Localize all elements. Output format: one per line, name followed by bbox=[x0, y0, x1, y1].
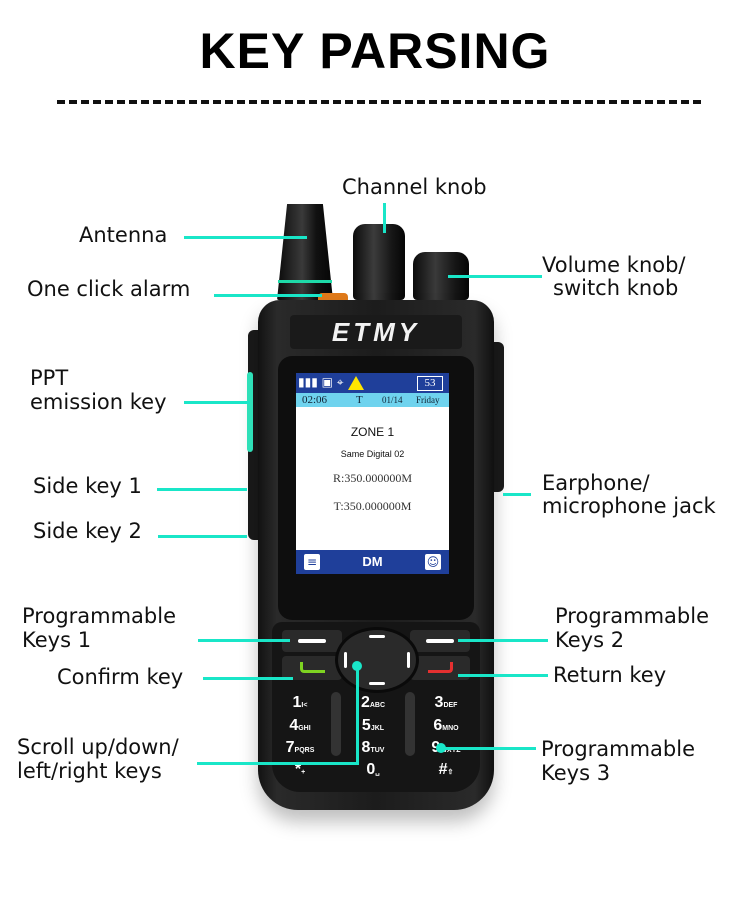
label-earphone-line2: microphone jack bbox=[542, 494, 716, 518]
key-1: 1I< bbox=[292, 694, 308, 711]
battery-indicator: 53 bbox=[417, 376, 443, 391]
line-volume-knob bbox=[448, 275, 542, 278]
label-side-key-1: Side key 1 bbox=[33, 474, 142, 498]
ptt-key bbox=[247, 372, 253, 452]
day: Friday bbox=[416, 395, 440, 405]
key-star: *+ bbox=[294, 761, 306, 778]
nav-pad bbox=[335, 627, 419, 693]
label-prog2-line1: Programmable bbox=[555, 604, 710, 628]
nav-left-icon bbox=[344, 652, 347, 668]
radio-screen: ▮▮▮ ▣ ⌖ 53 02:06 T 01/14 Friday ZONE 1 S… bbox=[296, 373, 449, 574]
line-ppt bbox=[184, 401, 250, 404]
key-5: 5JKL bbox=[361, 717, 385, 734]
nav-down-icon bbox=[369, 682, 385, 685]
key-9: 9WXYZ bbox=[431, 739, 461, 756]
phone-red-icon bbox=[428, 662, 453, 673]
label-scroll-line2: left/right keys bbox=[17, 759, 162, 783]
logo-plate bbox=[290, 315, 462, 349]
label-antenna: Antenna bbox=[79, 223, 168, 247]
key-hash: #⇧ bbox=[438, 761, 454, 778]
contacts-icon: ☺ bbox=[425, 554, 441, 570]
key-separator bbox=[331, 692, 341, 756]
line-scroll-vertical bbox=[356, 663, 359, 764]
line-confirm-key bbox=[203, 677, 293, 680]
label-prog1-line2: Keys 1 bbox=[22, 628, 92, 652]
programmable-key-2 bbox=[410, 630, 470, 652]
key-separator bbox=[405, 692, 415, 756]
line-side-key-2 bbox=[158, 535, 247, 538]
label-ppt-line2: emission key bbox=[30, 390, 167, 414]
key-8: 8TUV bbox=[361, 739, 385, 756]
alarm-button bbox=[318, 293, 348, 301]
menu-icon: ≡ bbox=[304, 554, 320, 570]
scroll-pointer-dot bbox=[352, 661, 362, 671]
tx-frequency: T:350.000000M bbox=[333, 499, 412, 513]
confirm-key bbox=[282, 656, 342, 680]
dashed-divider bbox=[57, 100, 701, 104]
programmable-key-1 bbox=[282, 630, 342, 652]
line-antenna bbox=[184, 236, 307, 239]
warning-icon bbox=[348, 376, 364, 390]
signal-icon: ▮▮▮ ▣ ⌖ bbox=[298, 375, 344, 389]
line-earphone bbox=[503, 493, 531, 496]
antenna bbox=[277, 204, 333, 300]
label-prog1-line1: Programmable bbox=[22, 604, 177, 628]
line-one-click-alarm bbox=[214, 294, 322, 297]
date-bar: 02:06 T 01/14 Friday bbox=[296, 393, 449, 407]
label-side-key-2: Side key 2 bbox=[33, 519, 142, 543]
phone-green-icon bbox=[300, 662, 325, 673]
time: 02:06 bbox=[302, 394, 328, 406]
channel-name: Same Digital 02 bbox=[340, 449, 405, 459]
zone-name: ZONE 1 bbox=[350, 425, 395, 439]
rx-frequency: R:350.000000M bbox=[332, 471, 412, 485]
key-7: 7PQRS bbox=[285, 739, 315, 756]
key-4: 4GHI bbox=[289, 717, 311, 734]
line-return-key bbox=[458, 674, 548, 677]
label-scroll-line1: Scroll up/down/ bbox=[17, 735, 179, 759]
brand-logo: ETMY bbox=[331, 317, 421, 347]
line-prog3 bbox=[440, 747, 536, 750]
line-prog1 bbox=[198, 639, 290, 642]
key-3: 3DEF bbox=[434, 694, 458, 711]
nav-up-icon bbox=[369, 635, 385, 638]
status-bar: ▮▮▮ ▣ ⌖ 53 bbox=[296, 373, 449, 393]
label-volume-knob-line1: Volume knob/ bbox=[542, 253, 686, 277]
key-2: 2ABC bbox=[360, 694, 386, 711]
line-side-key-1 bbox=[157, 488, 247, 491]
label-ppt-line1: PPT bbox=[30, 366, 69, 390]
label-prog2-line2: Keys 2 bbox=[555, 628, 625, 652]
label-return-key: Return key bbox=[553, 663, 667, 687]
line-channel-knob bbox=[383, 203, 386, 233]
line-prog2 bbox=[458, 639, 548, 642]
channel-knob bbox=[353, 224, 405, 300]
nav-right-icon bbox=[407, 652, 410, 668]
label-one-click-alarm: One click alarm bbox=[27, 277, 191, 301]
prog3-pointer-dot bbox=[436, 743, 446, 753]
key-6: 6MNO bbox=[433, 717, 459, 734]
date: 01/14 bbox=[382, 395, 403, 405]
page-title: KEY PARSING bbox=[199, 23, 551, 79]
label-confirm-key: Confirm key bbox=[57, 665, 184, 689]
label-earphone-line1: Earphone/ bbox=[542, 471, 650, 495]
line-scroll bbox=[197, 762, 359, 765]
label-volume-knob-line2: switch knob bbox=[553, 276, 679, 300]
mode-indicator: T bbox=[356, 394, 363, 406]
label-channel-knob: Channel knob bbox=[342, 175, 487, 199]
screen-bottom-bar: ≡ DM ☺ bbox=[296, 550, 449, 574]
dm-mode: DM bbox=[362, 554, 383, 569]
antenna-ring bbox=[278, 280, 332, 283]
label-prog3-line1: Programmable bbox=[541, 737, 696, 761]
label-prog3-line2: Keys 3 bbox=[541, 761, 611, 785]
key-0: 0␣ bbox=[366, 761, 380, 778]
